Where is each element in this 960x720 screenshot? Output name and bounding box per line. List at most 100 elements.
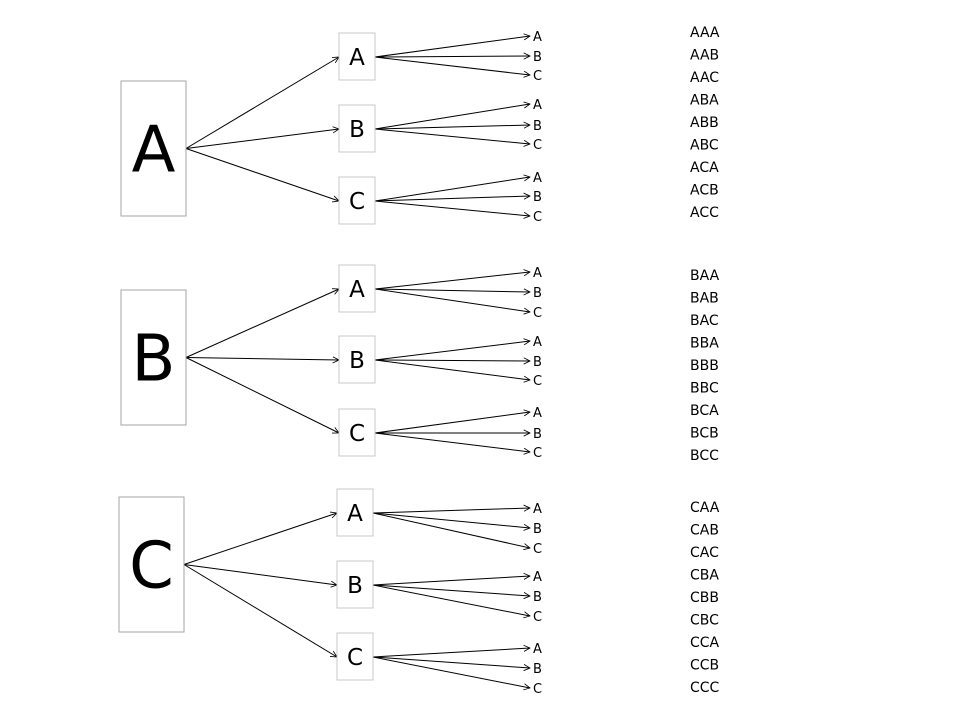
branch-node-box (338, 264, 376, 313)
combination-item: AAA (690, 25, 720, 41)
combination-item: ABC (690, 138, 719, 154)
branch-to-leaf-arrow (374, 289, 530, 292)
combination-item: ACC (690, 205, 719, 221)
root-to-branch-arrow (183, 564, 337, 658)
combination-item: ABB (690, 115, 719, 131)
branch-to-leaf-arrow (374, 432, 530, 452)
combination-item: CAA (690, 500, 720, 516)
root-to-branch-arrow (185, 129, 339, 149)
branch-to-leaf-arrow (372, 584, 530, 616)
tree-edges (183, 36, 530, 688)
combination-item: AAC (690, 70, 719, 86)
branch-to-leaf-arrow (372, 508, 530, 514)
leaf-label: B (533, 286, 542, 301)
leaf-label: A (533, 406, 542, 421)
leaf-label: B (533, 662, 542, 677)
combination-item: CBB (690, 590, 719, 606)
combination-item: BCC (690, 448, 719, 464)
leaf-label: C (533, 682, 542, 697)
leaf-label: C (533, 306, 542, 321)
combination-item: CAC (690, 545, 719, 561)
root-to-branch-arrow (183, 564, 337, 586)
combination-item: AAB (690, 48, 719, 64)
branch-node-label: A (347, 501, 363, 527)
leaf-label: A (533, 98, 542, 113)
leaf-label: A (533, 502, 542, 517)
branch-node-box (338, 176, 376, 225)
root-to-branch-arrow (185, 357, 339, 434)
branch-to-leaf-arrow (374, 125, 530, 130)
leaf-label: C (533, 542, 542, 557)
combination-item: BCA (690, 403, 719, 419)
branch-to-leaf-arrow (374, 272, 530, 290)
branch-node-label: A (349, 45, 365, 71)
branch-node-label: B (349, 348, 365, 374)
leaf-label: A (533, 335, 542, 350)
leaf-label: A (533, 570, 542, 585)
combination-item: BCB (690, 426, 719, 442)
branch-node-box (338, 104, 376, 153)
root-to-branch-arrow (185, 57, 339, 149)
branch-to-leaf-arrow (372, 584, 530, 596)
leaf-label: A (533, 30, 542, 45)
branch-node-box (338, 408, 376, 457)
root-node-label: A (132, 114, 176, 188)
branch-node-label: C (347, 645, 363, 671)
combination-item: BBA (690, 336, 719, 352)
combination-item: ACB (690, 183, 719, 199)
leaf-label: B (533, 522, 542, 537)
root-node-label: B (132, 323, 176, 397)
root-node-box (118, 496, 185, 633)
branch-to-leaf-arrow (374, 341, 530, 361)
root-to-branch-arrow (185, 289, 339, 358)
leaf-label: B (533, 50, 542, 65)
leaf-label: C (533, 210, 542, 225)
branch-node-box (336, 632, 374, 681)
branch-node-label: C (349, 189, 365, 215)
leaf-label: B (533, 119, 542, 134)
branch-node-label: A (349, 277, 365, 303)
combination-item: CCB (690, 658, 719, 674)
root-node-label: C (129, 530, 174, 604)
root-node-box (120, 80, 187, 217)
leaf-label: B (533, 355, 542, 370)
combination-item: CCC (690, 680, 720, 696)
branch-to-leaf-arrow (372, 648, 530, 658)
branch-node-label: C (349, 421, 365, 447)
branch-to-leaf-arrow (374, 360, 530, 361)
combination-item: BAB (690, 291, 719, 307)
branch-to-leaf-arrow (374, 288, 530, 312)
root-to-branch-arrow (185, 358, 339, 361)
leaf-label: A (533, 642, 542, 657)
combination-item: CAB (690, 523, 719, 539)
root-node-box (120, 289, 187, 426)
combination-item: CCA (690, 635, 720, 651)
branch-node-box (338, 335, 376, 384)
leaf-label: B (533, 190, 542, 205)
combination-item: BAA (690, 268, 720, 284)
branch-to-leaf-arrow (372, 576, 530, 586)
branch-to-leaf-arrow (374, 177, 530, 202)
branch-to-leaf-arrow (374, 36, 530, 58)
leaf-label: C (533, 69, 542, 84)
branch-node-box (336, 488, 374, 537)
branch-to-leaf-arrow (374, 359, 530, 380)
combination-item: CBC (690, 613, 719, 629)
branch-to-leaf-arrow (372, 512, 530, 528)
leaf-label: C (533, 138, 542, 153)
branch-node-label: B (347, 573, 363, 599)
branch-node-box (338, 32, 376, 81)
branch-to-leaf-arrow (374, 412, 530, 434)
combination-item: ABA (690, 93, 719, 109)
branch-to-leaf-arrow (374, 200, 530, 216)
leaf-label: A (533, 266, 542, 281)
combination-lists: AAAAABAACABAABBABCACAACBACCBAABABBACBBAB… (690, 25, 720, 696)
branch-to-leaf-arrow (372, 656, 530, 688)
branch-to-leaf-arrow (372, 656, 530, 668)
branch-to-leaf-arrow (374, 128, 530, 144)
branch-to-leaf-arrow (374, 56, 530, 57)
leaf-label: B (533, 590, 542, 605)
branch-to-leaf-arrow (374, 196, 530, 202)
leaf-label: A (533, 171, 542, 186)
leaf-label: C (533, 446, 542, 461)
